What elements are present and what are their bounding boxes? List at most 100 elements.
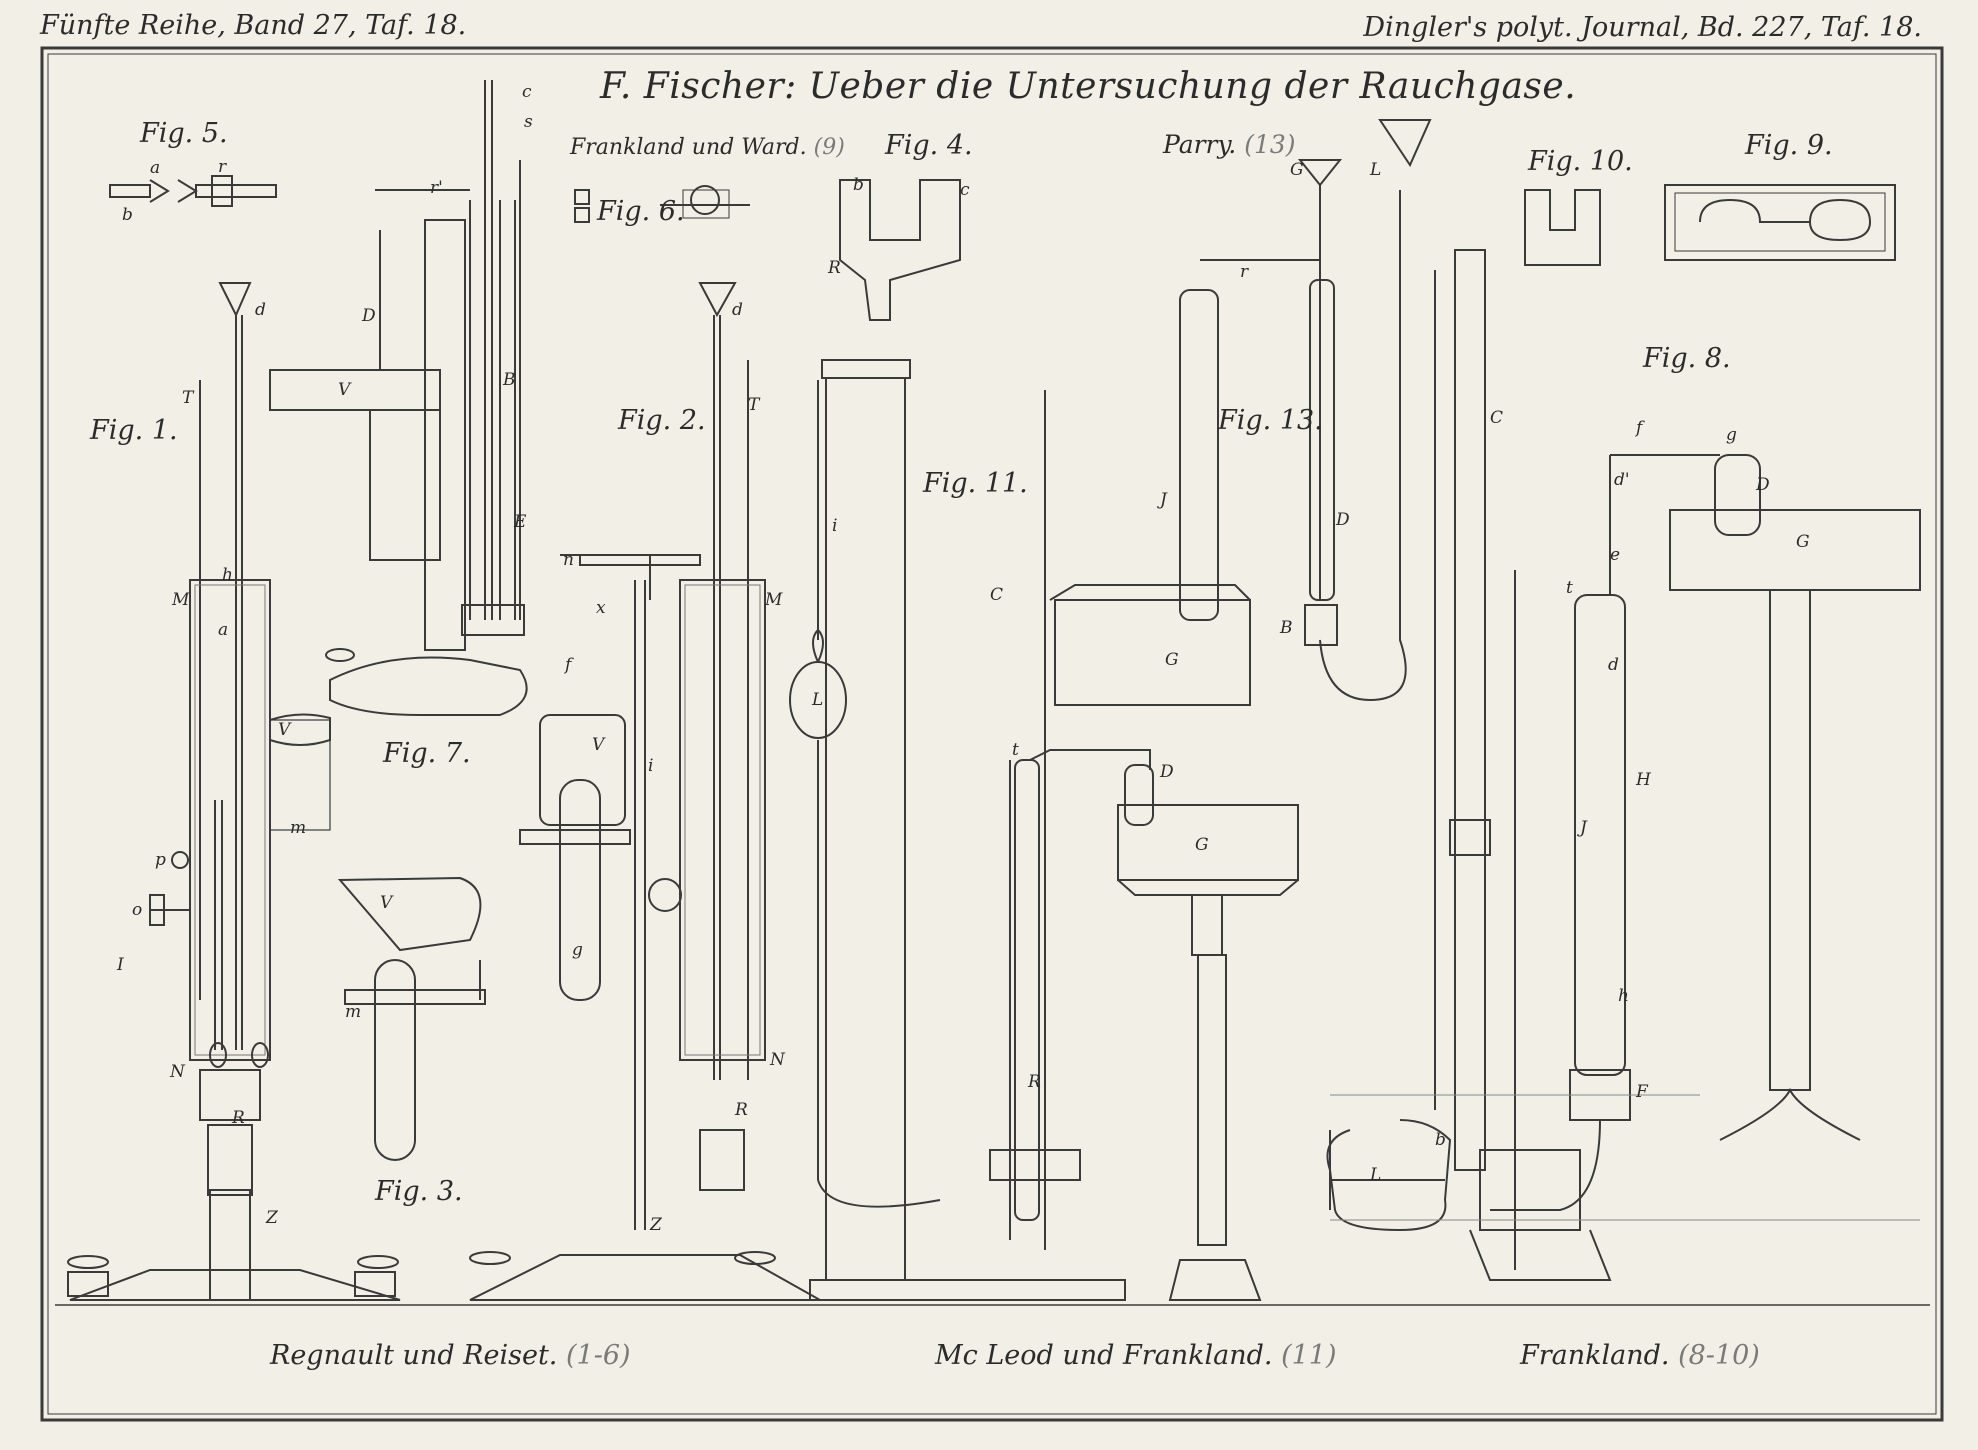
caption-frankland-name: Frankland. xyxy=(1520,1340,1670,1371)
letter-R-fig4: R xyxy=(828,258,841,278)
letter-V-fig3: V xyxy=(380,893,393,913)
letter-d-fig8: d xyxy=(1608,655,1619,675)
parry-heading: Parry. (13) xyxy=(1163,130,1296,159)
caption-frankland: Frankland. (8-10) xyxy=(1520,1340,1760,1371)
letter-R-fig11: R xyxy=(1028,1072,1041,1092)
letter-M-fig2: M xyxy=(765,590,783,610)
letter-f-fig2: f xyxy=(565,655,572,675)
letter-h-fig8: h xyxy=(1618,986,1629,1006)
plate-inner-frame xyxy=(47,53,1937,1415)
plate-title: F. Fischer: Ueber die Untersuchung der R… xyxy=(600,66,1577,107)
letter-V-fig2: V xyxy=(592,735,605,755)
letter-V-fig1: V xyxy=(278,720,291,740)
letter-a-fig1: a xyxy=(218,620,229,640)
fig11-apparatus xyxy=(789,359,1154,1301)
letter-g-fig8: g xyxy=(1726,425,1737,445)
fig11-label: Fig. 11. xyxy=(923,468,1028,499)
fig11-tray-stand xyxy=(1117,804,1299,1301)
letter-C-fig11: C xyxy=(990,585,1004,605)
letter-L-fig13: L xyxy=(1370,160,1382,180)
letter-D-fig7: D xyxy=(362,306,376,326)
frankland-ward-name: Frankland und Ward. xyxy=(570,135,807,160)
caption-regnault-ref: (1-6) xyxy=(565,1340,631,1371)
fig13-label: Fig. 13. xyxy=(1218,405,1323,436)
letter-T-fig2: T xyxy=(748,395,760,415)
letter-p-fig1: p xyxy=(155,850,166,870)
letter-c-fig7: c xyxy=(522,82,532,102)
letter-B-fig7: B xyxy=(503,370,516,390)
fig13-apparatus xyxy=(1049,119,1432,706)
fig1-label: Fig. 1. xyxy=(90,415,178,446)
letter-c-fig4: c xyxy=(960,180,970,200)
letter-I-fig1: I xyxy=(117,955,124,975)
letter-r-fig5: r xyxy=(218,157,227,177)
letter-R-fig2: R xyxy=(735,1100,748,1120)
fig3-label: Fig. 3. xyxy=(375,1176,463,1207)
letter-L-fig11: L xyxy=(812,690,824,710)
letter-C-fig8: C xyxy=(1490,408,1504,428)
plate-series-header: Fünfte Reihe, Band 27, Taf. 18. xyxy=(40,10,467,41)
letter-D-fig11: D xyxy=(1160,762,1174,782)
plate-frame xyxy=(40,46,1944,1422)
letter-G-fig13: G xyxy=(1165,650,1179,670)
letter-G-fig8: G xyxy=(1796,532,1810,552)
fig10-block xyxy=(1524,189,1601,266)
letter-J-fig8: J xyxy=(1580,818,1587,838)
frankland-ward-heading: Frankland und Ward. (9) xyxy=(570,135,845,160)
fig4-label: Fig. 4. xyxy=(885,130,973,161)
caption-regnault-name: Regnault und Reiset. xyxy=(270,1340,558,1371)
frankland-ward-ref: (9) xyxy=(813,135,845,160)
fig2-label: Fig. 2. xyxy=(618,405,706,436)
parry-ref: (13) xyxy=(1244,130,1296,159)
journal-header: Dingler's polyt. Journal, Bd. 227, Taf. … xyxy=(1363,12,1922,43)
letter-V-fig7: V xyxy=(338,380,351,400)
letter-L-fig8: L xyxy=(1370,1165,1382,1185)
parry-name: Parry. xyxy=(1163,130,1237,159)
caption-regnault: Regnault und Reiset. (1-6) xyxy=(270,1340,631,1371)
letter-E-fig7: E xyxy=(514,512,527,532)
letter-d-fig2: d xyxy=(732,300,743,320)
letter-Z-fig2: Z xyxy=(650,1215,662,1235)
fig5-valves xyxy=(109,175,277,207)
letter-b-fig4: b xyxy=(853,175,864,195)
caption-mcleod-ref: (11) xyxy=(1281,1340,1337,1371)
letter-e-fig8: e xyxy=(1610,545,1621,565)
letter-T-fig1: T xyxy=(182,388,194,408)
letter-i-fig2: i xyxy=(648,756,654,776)
caption-frankland-ref: (8-10) xyxy=(1678,1340,1760,1371)
letter-N-fig2: N xyxy=(770,1050,785,1070)
fig4-block xyxy=(839,179,961,321)
letter-Z-fig1: Z xyxy=(266,1208,278,1228)
letter-D-fig13: D xyxy=(1336,510,1350,530)
letter-F-fig8: F xyxy=(1636,1082,1648,1102)
letter-t-fig11: t xyxy=(1012,740,1019,760)
letter-J-fig13: J xyxy=(1160,490,1167,510)
fig3-vessel xyxy=(337,876,486,1161)
letter-H-fig8: H xyxy=(1636,770,1651,790)
letter-m-fig3: m xyxy=(345,1002,362,1022)
letter-d-fig1: d xyxy=(255,300,266,320)
fig9-block xyxy=(1664,184,1896,261)
fig10-label: Fig. 10. xyxy=(1528,146,1633,177)
letter-n-fig2: n xyxy=(563,550,574,570)
letter-m-fig1: m xyxy=(290,818,307,838)
letter-b-fig5: b xyxy=(122,205,133,225)
letter-x-fig2: x xyxy=(596,598,606,618)
fig7-apparatus xyxy=(269,80,528,716)
caption-mcleod: Mc Leod und Frankland. (11) xyxy=(935,1340,1337,1371)
letter-r-fig13: r xyxy=(1240,262,1249,282)
fig2-apparatus xyxy=(469,282,824,1301)
letter-f-fig8: f xyxy=(1636,418,1643,438)
letter-s-fig7: s xyxy=(524,112,533,132)
letter-o-fig1: o xyxy=(132,900,143,920)
letter-b-fig8: b xyxy=(1435,1130,1446,1150)
fig8-apparatus xyxy=(1326,249,1921,1281)
letter-d-prime-fig8: d' xyxy=(1614,470,1630,490)
letter-B-fig13: B xyxy=(1280,618,1293,638)
fig8-label: Fig. 8. xyxy=(1643,343,1731,374)
caption-mcleod-name: Mc Leod und Frankland. xyxy=(935,1340,1273,1371)
fig6-detail xyxy=(574,185,750,223)
letter-a-fig5: a xyxy=(150,158,161,178)
fig1-apparatus xyxy=(67,282,401,1301)
